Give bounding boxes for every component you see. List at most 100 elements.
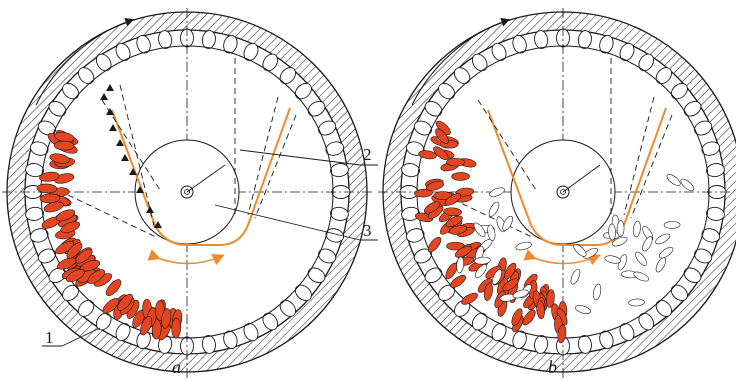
outline-seeds	[456, 174, 694, 314]
cell-pocket	[701, 228, 721, 243]
cell-pocket	[438, 83, 456, 100]
cell-pocket	[201, 30, 216, 49]
seed-icon	[658, 247, 674, 259]
seed-icon	[87, 269, 106, 284]
falling-seeds	[100, 84, 162, 228]
panel-caption-b: b	[548, 357, 557, 377]
seed-icon	[461, 292, 478, 305]
seed-icon	[49, 153, 70, 164]
cell-pocket	[279, 67, 296, 85]
cell-pocket	[262, 53, 279, 72]
seed-icon	[36, 183, 58, 194]
cell-pocket	[37, 120, 56, 136]
seed-icon	[492, 269, 502, 285]
cell-pocket	[512, 34, 527, 54]
cell-pocket	[619, 42, 635, 61]
cell-pocket	[223, 330, 238, 350]
cell-pocket	[638, 53, 655, 72]
seed-icon	[427, 236, 442, 253]
seed-icon	[136, 186, 144, 193]
panel-caption-a: a	[172, 357, 181, 377]
cell-pocket	[491, 42, 507, 61]
seed-icon	[445, 215, 463, 228]
cell-pocket	[670, 284, 688, 301]
seed-icon	[154, 221, 162, 228]
cell-pocket	[471, 312, 488, 331]
cell-pocket	[599, 34, 614, 54]
seed-icon	[39, 171, 60, 182]
seed-icon	[435, 128, 449, 144]
cell-pocket	[62, 284, 80, 301]
seed-icon	[140, 316, 153, 336]
cell-pocket	[405, 228, 425, 243]
cell-pocket	[512, 330, 527, 350]
cell-pocket	[78, 299, 95, 317]
seed-cluster	[36, 130, 183, 341]
cell-pocket	[330, 206, 349, 221]
cell-pocket	[424, 267, 443, 284]
cell-pocket	[599, 330, 614, 350]
seed-icon	[593, 283, 602, 301]
cell-pocket	[243, 42, 259, 61]
trough	[111, 107, 291, 246]
cell-pocket	[294, 83, 312, 100]
cell-pocket	[48, 100, 67, 117]
cell-pocket	[534, 30, 549, 49]
seed-icon	[611, 236, 628, 247]
cell-pocket	[48, 267, 67, 284]
seed-icon	[100, 93, 108, 100]
seed-icon	[570, 268, 581, 285]
seed-icon	[106, 84, 114, 91]
seed-icon	[75, 248, 93, 264]
seed-icon	[55, 241, 75, 255]
seed-icon	[454, 246, 472, 258]
cell-pocket	[325, 141, 345, 156]
seed-icon	[450, 274, 466, 289]
seed-icon	[663, 221, 681, 229]
cell-pocket	[78, 67, 95, 85]
cell-pocket	[694, 120, 713, 136]
cell-pocket	[243, 323, 259, 342]
cell-pocket	[491, 323, 507, 342]
seed-icon	[583, 247, 598, 259]
cell-pocket	[670, 83, 688, 100]
cell-pocket	[29, 228, 49, 243]
cell-pocket	[279, 299, 296, 317]
seed-icon	[655, 257, 667, 273]
cell-pocket	[201, 335, 216, 354]
cell-pocket	[454, 67, 471, 85]
cell-pocket	[318, 120, 337, 136]
cell-pocket	[25, 206, 44, 221]
seed-icon	[488, 201, 500, 217]
seed-icon	[171, 317, 181, 339]
seed-icon	[161, 308, 172, 329]
cell-pocket	[638, 312, 655, 331]
cell-pocket	[37, 248, 56, 264]
cell-pocket	[694, 248, 713, 264]
cell-pocket	[95, 53, 112, 72]
seed-icon	[574, 305, 592, 314]
cell-pocket	[223, 34, 238, 54]
seed-icon	[655, 233, 671, 245]
seed-icon	[604, 255, 621, 264]
seed-icon	[414, 188, 433, 198]
seed-icon	[446, 157, 465, 167]
seed-icon	[146, 206, 154, 213]
oscillation-arrow-icon	[523, 249, 601, 266]
seed-icon	[102, 298, 120, 314]
seed-icon	[109, 124, 117, 131]
cell-pocket	[534, 335, 549, 354]
callout-1: 1	[45, 328, 54, 347]
seed-icon	[445, 262, 458, 280]
seed-icon	[80, 260, 101, 272]
seed-icon	[632, 220, 641, 238]
seed-icon	[433, 146, 449, 161]
seed-icon	[680, 178, 694, 192]
cell-pocket	[413, 120, 432, 136]
seed-icon	[635, 251, 647, 266]
seed-icon	[473, 222, 486, 237]
cell-pocket	[401, 206, 420, 221]
callout-3: 3	[363, 221, 372, 240]
seed-icon	[504, 262, 517, 280]
